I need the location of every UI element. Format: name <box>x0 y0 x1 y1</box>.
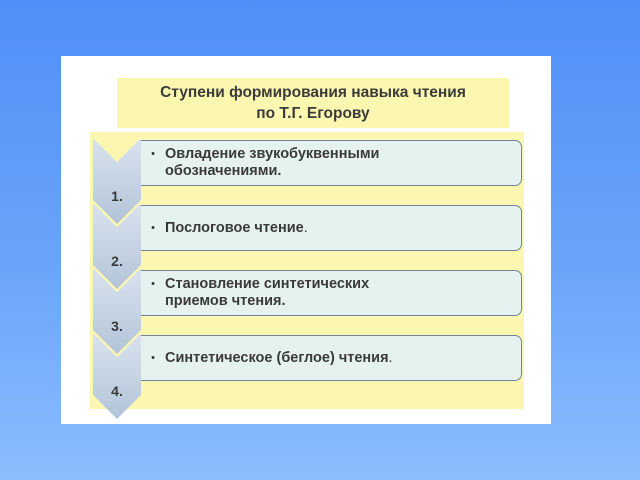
step-3-line-1: Становление синтетических <box>165 276 370 292</box>
title-box: Ступени формирования навыка чтения по Т.… <box>117 78 509 128</box>
step-2-box: • Послоговое чтение. <box>141 205 522 251</box>
step-4-text: Синтетическое (беглое) чтения. <box>165 350 393 367</box>
step-4-suffix: . <box>388 349 393 366</box>
step-2-line-1: Послоговое чтение <box>165 219 304 236</box>
step-3-line-2: приемов чтения. <box>165 293 286 309</box>
step-4-bullet: • <box>151 352 155 364</box>
step-1-line-1: Овладение звукобуквенными <box>165 146 380 162</box>
step-2-text: Послоговое чтение. <box>165 220 308 237</box>
step-3-number: 3. <box>111 318 123 334</box>
step-3-text: Становление синтетических приемов чтения… <box>165 276 369 310</box>
title-line-2: по Т.Г. Егорову <box>256 105 370 122</box>
step-1-bullet: • <box>151 148 155 160</box>
step-1-text: Овладение звукобуквенными обозначениями. <box>165 146 379 180</box>
step-1-box: • Овладение звукобуквенными обозначениям… <box>141 140 522 186</box>
step-4-line-1: Синтетическое (беглое) чтения <box>165 349 389 366</box>
step-1-number: 1. <box>111 188 123 204</box>
step-1-line-2: обозначениями. <box>165 163 282 179</box>
step-2-number: 2. <box>111 253 123 269</box>
step-4-box: • Синтетическое (беглое) чтения. <box>141 335 522 381</box>
title-line-1: Ступени формирования навыка чтения <box>160 84 466 101</box>
step-3-box: • Становление синтетических приемов чтен… <box>141 270 522 316</box>
step-3-bullet: • <box>151 278 155 290</box>
step-2-bullet: • <box>151 222 155 234</box>
step-4-number: 4. <box>111 383 123 399</box>
step-2-suffix: . <box>303 219 308 236</box>
